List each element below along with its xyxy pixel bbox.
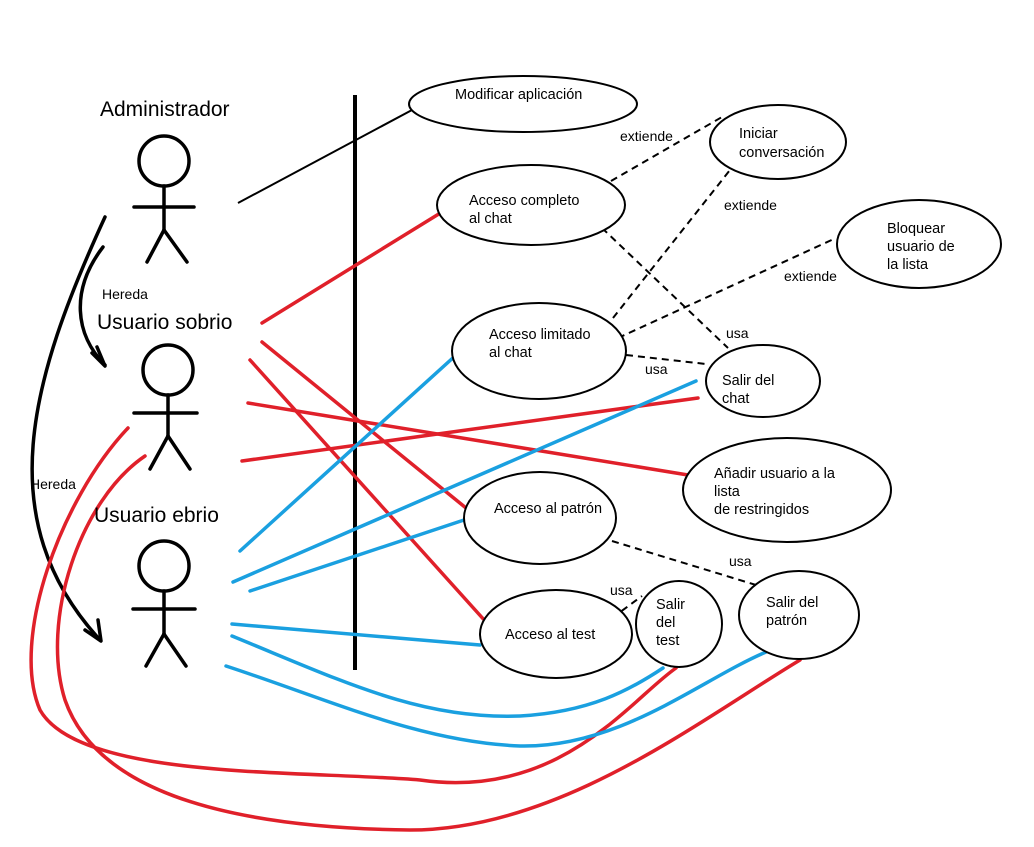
use-case-iniciar: Iniciar conversación <box>709 104 847 180</box>
rel-extiende-limitado-iniciar <box>612 169 731 319</box>
actor-usuario-ebrio-label: Usuario ebrio <box>94 504 219 527</box>
use-case-salir-test: Salir del test <box>635 580 723 668</box>
inheritance-label-1: Hereda <box>102 286 148 302</box>
use-case-acceso-test-line-1: Acceso al test <box>505 627 595 643</box>
use-case-salir-test-line-3: test <box>656 633 679 649</box>
use-case-bloquear: Bloquear usuario de la lista <box>836 199 1002 289</box>
link-drunk-salir-patron <box>224 650 768 748</box>
label-extiende-2: extiende <box>724 197 777 213</box>
actor-administrador: Administrador <box>100 98 230 264</box>
link-sober-salir-test <box>29 426 678 785</box>
use-case-anadir-line-1: Añadir usuario a la <box>714 466 836 482</box>
use-case-bloquear-line-3: la lista <box>887 257 929 273</box>
actor-usuario-ebrio: Usuario ebrio <box>94 504 219 668</box>
link-sober-acceso-completo <box>260 210 444 325</box>
link-sober-salir-patron <box>55 454 802 832</box>
label-extiende-1: extiende <box>620 128 673 144</box>
rel-extiende-completo-iniciar <box>610 116 723 182</box>
link-sober-salir-chat <box>240 396 700 463</box>
use-case-acceso-completo-line-1: Acceso completo <box>469 193 579 209</box>
link-drunk-salir-chat <box>231 379 698 584</box>
label-usa-4: usa <box>610 582 633 598</box>
label-usa-2: usa <box>645 361 668 377</box>
link-sober-acceso-test <box>248 358 488 624</box>
use-case-acceso-limitado-line-2: al chat <box>489 345 532 361</box>
use-case-bloquear-line-1: Bloquear <box>887 221 945 237</box>
use-case-salir-patron-line-2: patrón <box>766 613 807 629</box>
use-case-bloquear-line-2: usuario de <box>887 239 955 255</box>
use-case-salir-patron-line-1: Salir del <box>766 595 818 611</box>
actor-administrador-label: Administrador <box>100 98 230 121</box>
link-sober-anadir <box>246 401 690 477</box>
use-case-acceso-completo-line-2: al chat <box>469 211 512 227</box>
label-usa-1: usa <box>726 325 749 341</box>
use-case-salir-patron: Salir del patrón <box>738 570 860 660</box>
sober-links <box>29 210 802 832</box>
rel-usa-completo-salir <box>601 227 729 349</box>
label-usa-3: usa <box>729 553 752 569</box>
inheritance-label-2: Hereda <box>30 476 76 492</box>
use-case-acceso-completo: Acceso completo al chat <box>436 164 626 246</box>
inheritance-arrow-sober <box>78 245 107 368</box>
use-case-modificar-line-1: Modificar aplicación <box>455 87 582 103</box>
link-drunk-salir-test <box>230 634 665 719</box>
use-case-salir-chat-line-2: chat <box>722 391 749 407</box>
rel-extiende-limitado-bloquear <box>617 237 837 339</box>
use-case-salir-chat-line-1: Salir del <box>722 373 774 389</box>
use-case-anadir: Añadir usuario a la lista de restringido… <box>682 437 892 543</box>
actor-usuario-ebrio-head <box>137 539 191 593</box>
drunk-links <box>224 354 768 748</box>
use-case-acceso-limitado-line-1: Acceso limitado <box>489 327 591 343</box>
link-drunk-acceso-limitado <box>238 354 457 553</box>
label-extiende-3: extiende <box>784 268 837 284</box>
use-case-modificar: Modificar aplicación <box>408 75 638 133</box>
use-case-salir-test-line-1: Salir <box>656 597 685 613</box>
link-drunk-acceso-patron <box>248 518 466 593</box>
use-case-acceso-patron: Acceso al patrón <box>463 471 617 565</box>
use-case-anadir-line-3: de restringidos <box>714 502 809 518</box>
use-case-iniciar-line-2: conversación <box>739 145 824 161</box>
use-case-anadir-line-2: lista <box>714 484 741 500</box>
actor-usuario-sobrio-head <box>141 343 195 397</box>
use-case-salir-test-line-2: del <box>656 615 675 631</box>
actor-usuario-sobrio: Usuario sobrio <box>97 311 232 471</box>
use-case-acceso-limitado: Acceso limitado al chat <box>451 302 627 400</box>
use-case-acceso-test: Acceso al test <box>479 589 633 679</box>
use-case-iniciar-line-1: Iniciar <box>739 126 778 142</box>
link-admin-modificar <box>237 109 413 204</box>
actor-usuario-sobrio-label: Usuario sobrio <box>97 311 232 334</box>
link-sober-acceso-patron <box>260 340 468 510</box>
actor-administrador-head <box>137 134 191 188</box>
use-case-salir-chat: Salir del chat <box>705 344 821 418</box>
rel-usa-limitado-salir <box>625 354 707 365</box>
link-drunk-acceso-test <box>230 622 482 647</box>
rel-usa-patron-salir <box>611 540 757 586</box>
use-case-acceso-patron-line-1: Acceso al patrón <box>494 501 602 517</box>
